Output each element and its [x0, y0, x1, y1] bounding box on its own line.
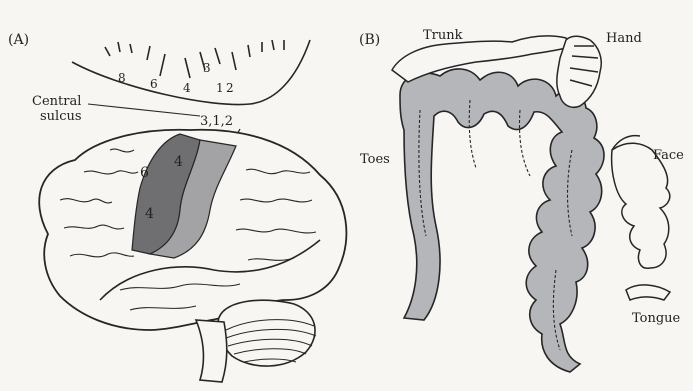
hand-label: Hand: [606, 32, 642, 45]
brain-area-label-4-lower: 4: [145, 207, 154, 221]
panel-b-label: (B): [359, 33, 380, 47]
section-number: 6: [150, 78, 158, 90]
cortical-ribbon: [400, 69, 604, 372]
brain-area-label-4-upper: 4: [174, 155, 183, 169]
section-number: 4: [183, 82, 191, 94]
brainstem: [196, 320, 227, 382]
areas-bracket-label: 3,1,2: [200, 115, 233, 128]
panel-a-label: (A): [8, 33, 29, 47]
brain-lateral-view: [39, 130, 346, 382]
trunk-label: Trunk: [423, 29, 463, 42]
section-number: 3: [203, 62, 211, 74]
section-number: 8: [118, 72, 126, 84]
section-number: 1: [216, 82, 224, 94]
homunculus-tongue: [626, 285, 670, 300]
central-sulcus-pointer: [88, 104, 200, 116]
central-sulcus-label-line2: sulcus: [40, 110, 82, 123]
central-sulcus-label-line1: Central: [32, 95, 81, 108]
cerebellum: [218, 300, 315, 366]
brain-area-label-6: 6: [140, 166, 149, 180]
section-number: 2: [226, 82, 234, 94]
cortex-cross-section: [72, 40, 310, 105]
toes-label: Toes: [360, 153, 390, 166]
tongue-label: Tongue: [632, 312, 680, 325]
face-label: Face: [653, 149, 684, 162]
